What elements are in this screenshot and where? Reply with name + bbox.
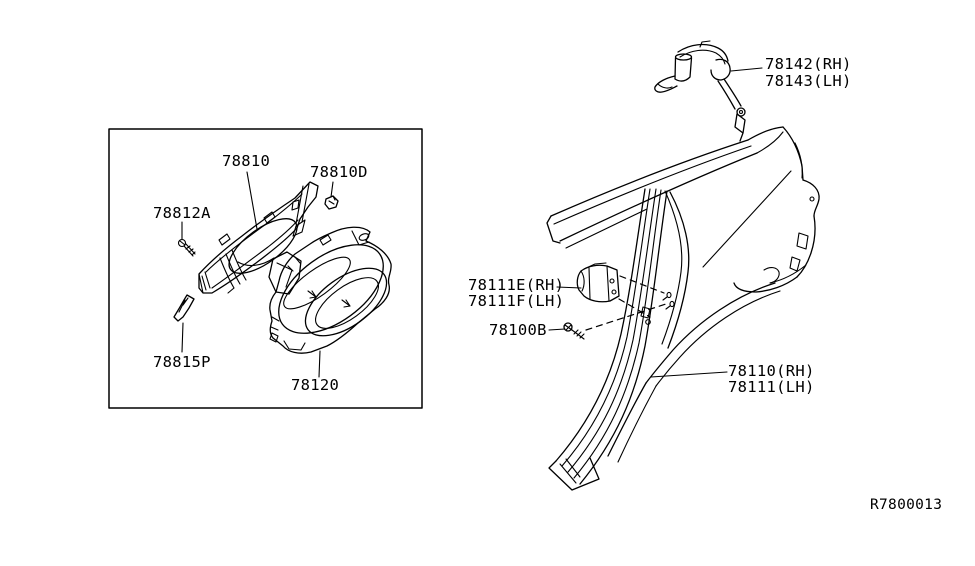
screw-78812a-drawing <box>177 238 196 257</box>
leader-lines <box>181 67 763 378</box>
quarter-panel-drawing <box>546 126 820 491</box>
part-label-78143-lh: 78143(LH) <box>765 72 852 90</box>
detail-box <box>108 128 423 409</box>
retainer-78815p-drawing <box>173 294 195 322</box>
screw-78100b-drawing <box>563 322 585 340</box>
part-label-78810d: 78810D <box>310 163 368 181</box>
part-label-78812a: 78812A <box>153 204 211 222</box>
fender-protector-drawing <box>269 226 392 354</box>
filler-lid-frame-drawing <box>198 181 319 295</box>
corner-bracket-drawing <box>654 40 746 142</box>
part-label-78111f-lh: 78111F(LH) <box>468 292 564 310</box>
part-label-78111-lh: 78111(LH) <box>728 378 815 396</box>
part-label-78142-rh: 78142(RH) <box>765 55 852 73</box>
drawing-ref-number: R7800013 <box>870 497 942 513</box>
assembly-dashed-lines <box>585 275 667 331</box>
part-label-78120: 78120 <box>291 376 339 394</box>
part-label-78810: 78810 <box>222 152 270 170</box>
clip-78810d-drawing <box>324 195 339 210</box>
striker-bracket-drawing <box>576 262 620 303</box>
part-label-78111e-rh: 78111E(RH) <box>468 276 564 294</box>
part-label-78100b: 78100B <box>489 321 547 339</box>
part-label-78815p: 78815P <box>153 353 211 371</box>
part-label-78110-rh: 78110(RH) <box>728 362 815 380</box>
